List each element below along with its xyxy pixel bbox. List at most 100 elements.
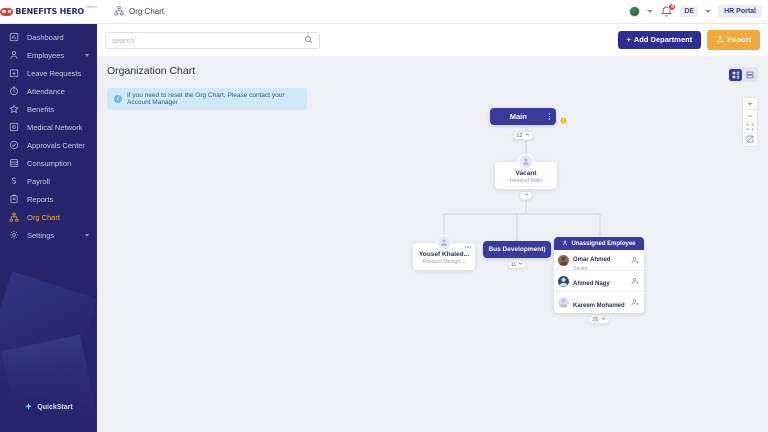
search-input[interactable] xyxy=(112,35,304,45)
notification-badge: 4 xyxy=(668,3,677,11)
head-person-card[interactable]: Vacant Head of Main xyxy=(495,154,557,190)
head-collapse-pill[interactable] xyxy=(519,191,533,201)
avatar xyxy=(558,254,569,266)
check-circle-icon xyxy=(8,140,19,151)
quickstart-button[interactable]: QuickStart xyxy=(0,398,97,432)
org-node-unassigned[interactable]: Unassigned Employee Omar Ahmed xyxy=(554,237,644,324)
avatar xyxy=(558,297,569,308)
search-box[interactable] xyxy=(105,31,320,49)
notifications-button[interactable]: 4 xyxy=(660,3,677,18)
quickstart-label: QuickStart xyxy=(37,403,73,411)
head-role: Head of Main xyxy=(509,178,543,185)
language-chevron-down-icon[interactable] xyxy=(705,10,712,13)
sidebar-item-dashboard[interactable]: Dashboard xyxy=(0,28,97,46)
department-node-bus-development[interactable]: Bus Development) xyxy=(483,241,551,258)
sidebar-item-attendance[interactable]: Attendance xyxy=(0,82,97,100)
export-icon xyxy=(716,35,724,45)
grid-view-icon xyxy=(732,66,740,84)
sidebar-item-label: Leave Requests xyxy=(27,68,82,78)
search-icon[interactable] xyxy=(304,31,313,49)
fit-screen-button[interactable] xyxy=(743,122,757,134)
list-item[interactable]: Omar Ahmed Senior xyxy=(554,250,644,272)
warning-icon xyxy=(560,111,567,129)
info-banner: i If you need to reset the Org Chart, Pl… xyxy=(107,88,307,110)
main-count: 12 xyxy=(516,132,523,139)
user-icon xyxy=(8,50,19,61)
sidebar-item-medical-network[interactable]: Medical Network xyxy=(0,118,97,136)
org-node-main[interactable]: Main xyxy=(490,108,567,140)
sidebar-item-label: Dashboard xyxy=(27,32,64,42)
sidebar-item-reports[interactable]: Reports xyxy=(0,190,97,208)
chevron-down-icon xyxy=(601,316,606,323)
sidebar-item-label: Payroll xyxy=(27,176,50,186)
employee-person-card[interactable]: Yousef Khaled... Product Design... xyxy=(413,235,475,271)
hr-portal-button[interactable]: HR Portal xyxy=(718,5,762,18)
fit-screen-icon xyxy=(746,123,754,133)
sidebar-item-settings[interactable]: Settings xyxy=(0,226,97,244)
chevron-down-icon[interactable] xyxy=(647,10,654,13)
top-bar-right: 4 DE HR Portal xyxy=(629,3,768,18)
org-chart-canvas[interactable]: Main xyxy=(97,57,768,432)
sidebar-item-label: Org Chart xyxy=(27,212,60,222)
clock-icon xyxy=(8,86,19,97)
sidebar-item-consumption[interactable]: Consumption xyxy=(0,154,97,172)
brand-name: BENEFITS HERO xyxy=(15,7,85,16)
toolbar-actions: + Add Department Export xyxy=(617,30,760,50)
sidebar-item-label: Reports xyxy=(27,194,54,204)
zoom-controls: + − xyxy=(742,97,758,147)
list-item-text: Ahmed Nagy xyxy=(573,272,627,290)
org-node-head[interactable]: Vacant Head of Main xyxy=(495,154,557,201)
add-user-icon[interactable] xyxy=(631,256,640,265)
fullscreen-button[interactable] xyxy=(743,134,757,146)
add-user-icon[interactable] xyxy=(631,298,640,307)
language-selector[interactable]: DE xyxy=(680,6,699,17)
gear-icon xyxy=(8,230,19,241)
sidebar-item-benefits[interactable]: Benefits xyxy=(0,100,97,118)
department-name: Bus Development) xyxy=(488,246,546,253)
avatar xyxy=(518,154,534,169)
unassigned-name: Omar Ahmed xyxy=(573,257,611,263)
chevron-down-icon[interactable] xyxy=(85,233,89,237)
list-icon xyxy=(8,158,19,169)
main-toolbar: + Add Department Export xyxy=(97,24,768,57)
org-chart-icon xyxy=(8,212,19,223)
dashboard-icon xyxy=(8,32,19,43)
rocket-icon xyxy=(24,398,33,416)
list-item[interactable]: Kareem Mohamed xyxy=(554,292,644,313)
sidebar-item-approvals-center[interactable]: Approvals Center xyxy=(0,136,97,154)
zoom-in-button[interactable]: + xyxy=(743,98,757,110)
export-button[interactable]: Export xyxy=(707,30,760,50)
more-horizontal-icon[interactable] xyxy=(464,246,471,248)
export-label: Export xyxy=(727,35,751,45)
zoom-out-button[interactable]: − xyxy=(743,110,757,122)
employee-role: Product Design... xyxy=(422,259,466,266)
org-node-employee[interactable]: Yousef Khaled... Product Design... xyxy=(413,235,475,271)
globe-icon[interactable] xyxy=(629,6,641,17)
employee-name: Yousef Khaled... xyxy=(418,251,470,258)
more-vertical-icon[interactable] xyxy=(545,113,550,120)
add-department-button[interactable]: + Add Department xyxy=(617,31,702,49)
add-department-label: Add Department xyxy=(633,35,693,45)
grid-view-button[interactable] xyxy=(729,66,742,84)
sidebar-item-employees[interactable]: Employees xyxy=(0,46,97,64)
sidebar-item-payroll[interactable]: Payroll xyxy=(0,172,97,190)
list-view-button[interactable] xyxy=(744,69,757,81)
unassigned-panel: Unassigned Employee Omar Ahmed xyxy=(554,237,644,313)
org-node-department[interactable]: Bus Development) 11 xyxy=(483,241,551,269)
main-count-pill[interactable]: 12 xyxy=(512,131,534,140)
page-header: Organization Chart xyxy=(97,57,768,82)
department-count-pill[interactable]: 11 xyxy=(506,260,528,269)
chevron-down-icon[interactable] xyxy=(85,53,89,57)
sidebar: Dashboard Employees xyxy=(0,24,97,432)
head-name: Vacant xyxy=(515,170,537,177)
sidebar-item-leave-requests[interactable]: Leave Requests xyxy=(0,64,97,82)
sidebar-item-org-chart[interactable]: Org Chart xyxy=(0,208,97,226)
unassigned-count: 26 xyxy=(592,316,599,323)
brand-logo[interactable]: BENEFITS HERO Demo xyxy=(0,0,97,24)
unassigned-count-pill[interactable]: 26 xyxy=(588,315,610,324)
add-user-icon[interactable] xyxy=(631,277,640,286)
info-banner-text: If you need to reset the Org Chart, Plea… xyxy=(127,92,285,106)
list-item[interactable]: Ahmed Nagy xyxy=(554,271,644,292)
department-node-header[interactable]: Main xyxy=(490,108,556,125)
sidebar-item-label: Attendance xyxy=(27,86,65,96)
